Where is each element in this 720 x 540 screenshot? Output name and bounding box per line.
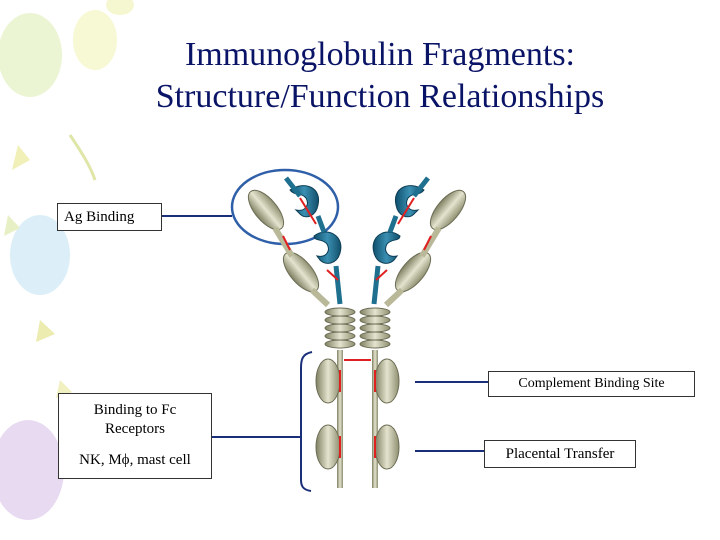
placental-label: Placental Transfer xyxy=(484,440,636,468)
ag-binding-text: Ag Binding xyxy=(64,209,135,225)
fc-receptor-line-2: Receptors xyxy=(105,421,165,437)
fc-receptor-cells: NK, Mϕ, mast cell xyxy=(79,452,191,468)
fc-region xyxy=(315,350,400,488)
complement-text: Complement Binding Site xyxy=(518,376,665,391)
ag-binding-label: Ag Binding xyxy=(57,203,162,231)
slide-title: Immunoglobulin Fragments: Structure/Func… xyxy=(40,34,720,118)
hinge-region xyxy=(324,307,391,349)
right-fab-arm xyxy=(371,176,467,308)
fc-bracket xyxy=(300,351,313,492)
title-line-2: Structure/Function Relationships xyxy=(155,78,605,115)
fc-receptor-label: Binding to Fc Receptors NK, Mϕ, mast cel… xyxy=(58,393,212,479)
title-line-1: Immunoglobulin Fragments: xyxy=(184,36,576,73)
placental-text: Placental Transfer xyxy=(505,446,615,462)
complement-label: Complement Binding Site xyxy=(488,371,695,397)
fc-receptor-line-1: Binding to Fc xyxy=(93,402,177,418)
left-fab-arm xyxy=(247,176,343,308)
